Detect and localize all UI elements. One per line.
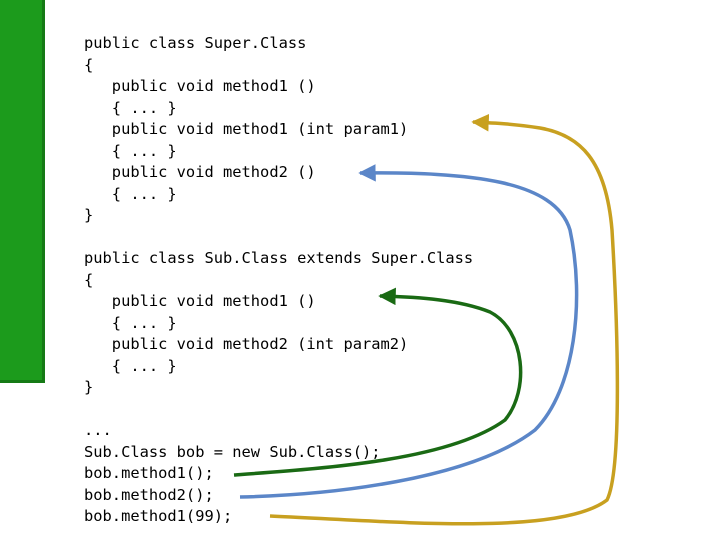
code-line: { ... } xyxy=(84,141,177,160)
code-line: { ... } xyxy=(84,98,177,117)
code-line: public class Sub.Class extends Super.Cla… xyxy=(84,249,474,267)
code-line: { ... } xyxy=(84,313,177,332)
code-line: bob.method1(99); xyxy=(84,507,233,525)
code-line: { ... } xyxy=(84,356,177,375)
code-block: public class Super.Class { public void me… xyxy=(84,33,473,528)
code-line: ... xyxy=(84,421,112,439)
code-line: Sub.Class bob = new Sub.Class(); xyxy=(84,442,381,461)
code-line: { xyxy=(84,270,94,289)
code-line: { ... } xyxy=(84,184,177,203)
green-accent-bar xyxy=(0,0,45,383)
code-line: { xyxy=(84,55,94,74)
code-line: public void method1 () xyxy=(84,292,316,310)
code-line: public void method1 (int param1) xyxy=(84,120,409,138)
code-line: } xyxy=(84,378,94,396)
code-line: bob.method1(); xyxy=(84,464,214,482)
code-line: public void method2 () xyxy=(84,163,316,181)
code-line: bob.method2(); xyxy=(84,485,214,504)
code-line: public void method2 (int param2) xyxy=(84,335,409,353)
code-line: public class Super.Class xyxy=(84,34,307,52)
code-line: public void method1 () xyxy=(84,77,316,95)
code-line xyxy=(84,399,473,421)
code-line: } xyxy=(84,206,94,224)
code-line xyxy=(84,227,473,249)
